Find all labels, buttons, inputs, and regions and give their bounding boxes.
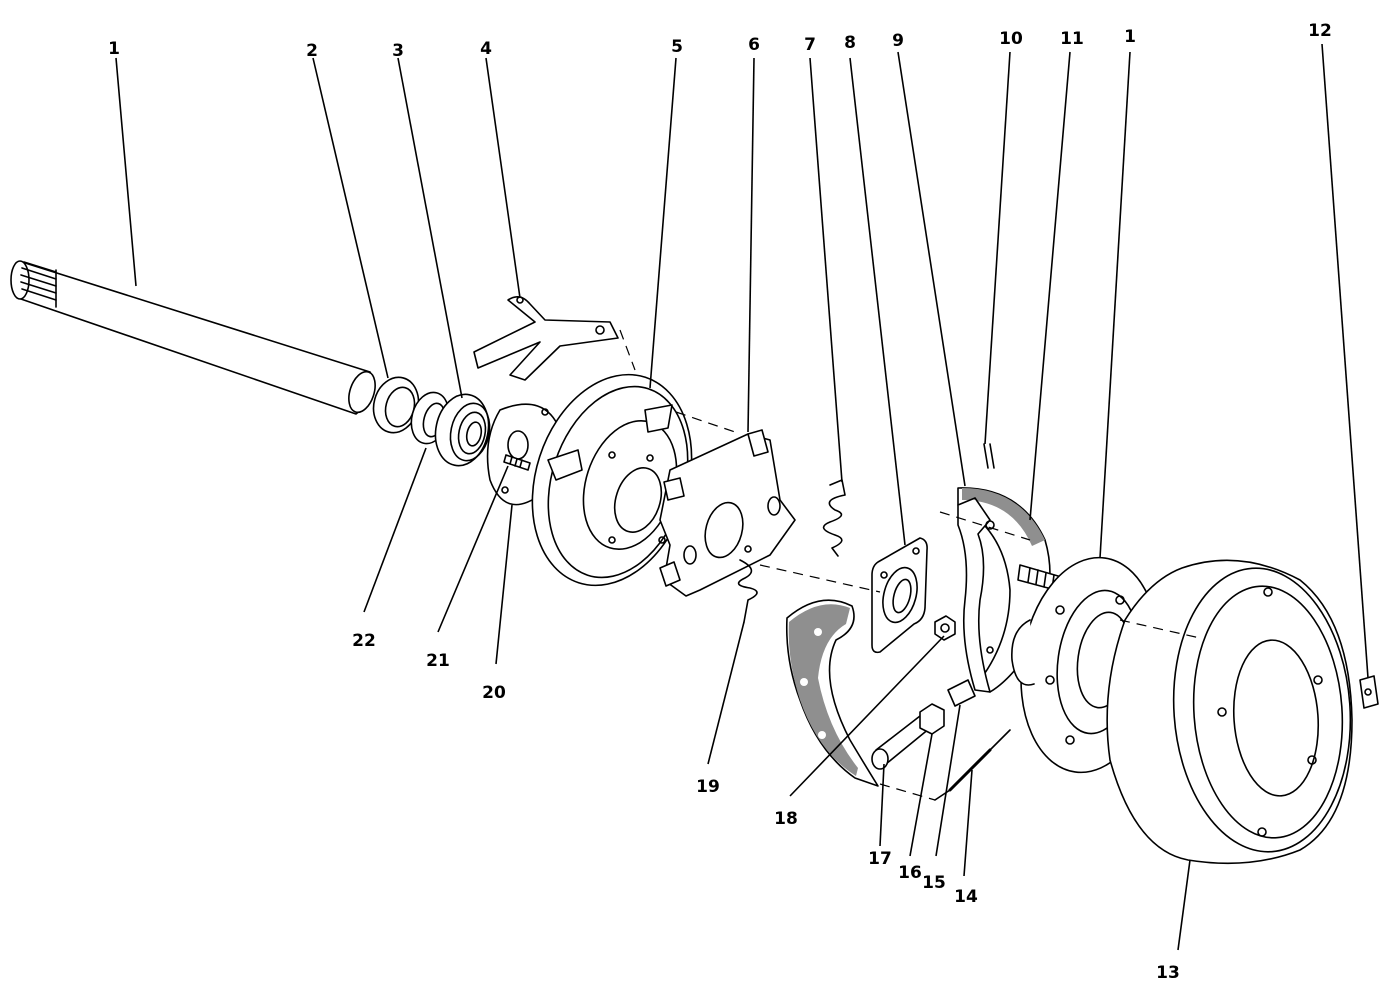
callout-10: 10: [999, 29, 1023, 49]
callout-4: 4: [480, 39, 492, 59]
brake-drum: [1106, 559, 1353, 865]
adjuster-nut: [919, 703, 945, 735]
callout-12: 12: [1308, 21, 1332, 41]
callout-19: 19: [696, 777, 720, 797]
leader-lines: [115, 43, 1369, 951]
lower-return-spring: [934, 729, 1011, 801]
callout-5: 5: [671, 37, 683, 57]
upper-return-spring: [822, 479, 846, 557]
callout-2: 2: [306, 41, 318, 61]
callout-7: 7: [804, 35, 816, 55]
callout-22: 22: [352, 631, 376, 651]
callout-20: 20: [482, 683, 506, 703]
adjuster-pin: [947, 679, 976, 707]
callout-14: 14: [954, 887, 978, 907]
callout-1-shaft: 1: [108, 39, 120, 59]
callout-13: 13: [1156, 963, 1180, 983]
assembly-centerlines: [619, 329, 1201, 801]
brake-lever: [473, 296, 619, 381]
callout-16: 16: [898, 863, 922, 883]
callout-8: 8: [844, 33, 856, 53]
lock-nut: [934, 615, 956, 641]
shoe-clip: [983, 443, 995, 469]
callout-6: 6: [748, 35, 760, 55]
callout-3: 3: [392, 41, 404, 61]
callout-labels: 1 2 3 4 5 6 7 8 9 10 11 1 12 13 14 15 16…: [108, 21, 1332, 983]
backing-plate: [531, 373, 693, 587]
front-brake-shoe: [785, 599, 879, 787]
callout-15: 15: [922, 873, 946, 893]
wheel-bearing: [434, 393, 491, 467]
shoe-support-plate: [659, 429, 796, 597]
callout-17: 17: [868, 849, 892, 869]
seal-cover-plate: [871, 537, 928, 654]
lower-spring: [737, 559, 758, 623]
axle-splines: [20, 261, 57, 308]
callout-21: 21: [426, 651, 450, 671]
axle-shaft: [10, 260, 376, 415]
retainer-tab: [1359, 675, 1379, 709]
callout-18: 18: [774, 809, 798, 829]
callout-9: 9: [892, 31, 904, 51]
stud-bolt: [503, 454, 531, 471]
callout-11: 11: [1060, 29, 1084, 49]
callout-1-hub: 1: [1124, 27, 1136, 47]
